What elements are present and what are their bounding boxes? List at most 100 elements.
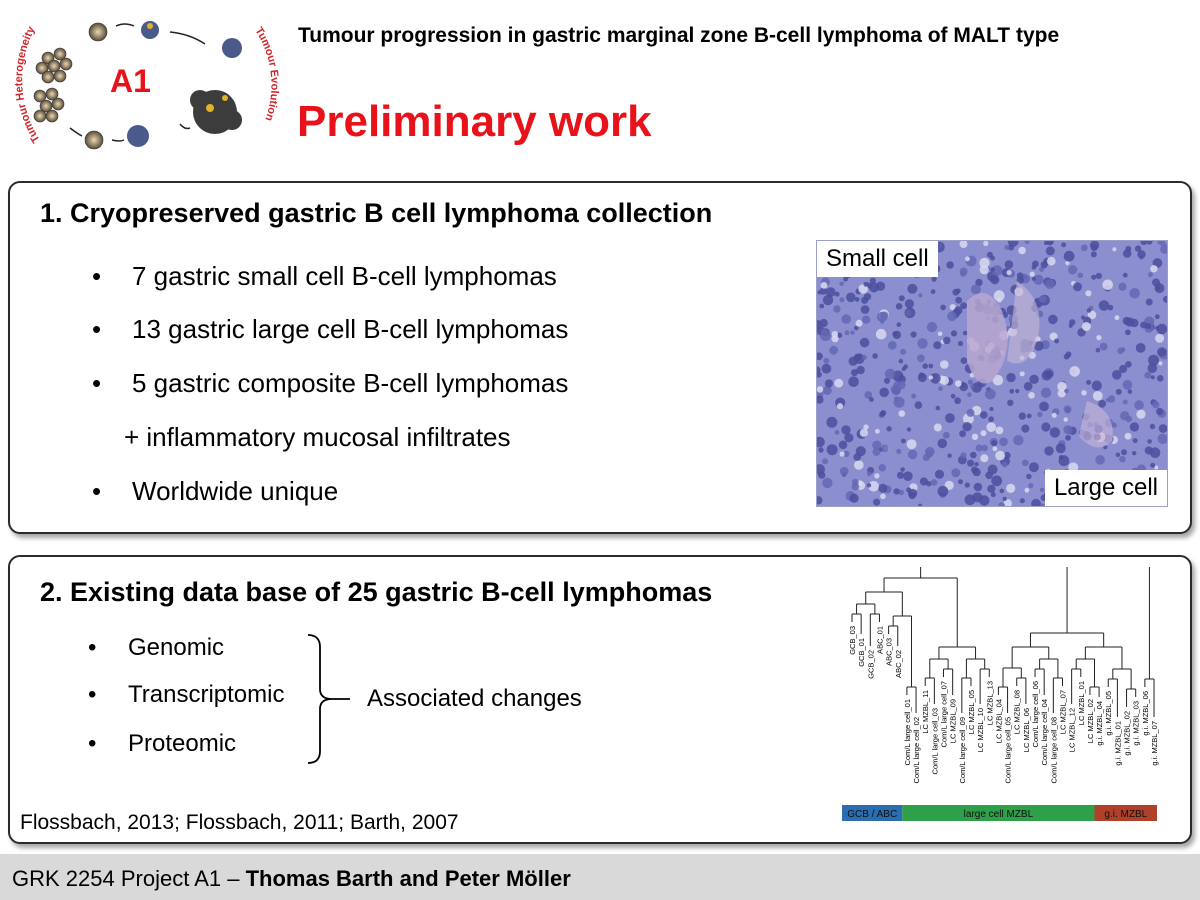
cell-nucleus <box>1013 435 1024 446</box>
cell-nucleus <box>824 379 834 388</box>
cell-nucleus <box>1065 351 1072 358</box>
footer-authors: Thomas Barth and Peter Möller <box>245 866 571 891</box>
cell-nucleus <box>854 325 859 331</box>
cell-nucleus <box>945 413 955 423</box>
logo-label: A1 <box>110 63 151 99</box>
cell-nucleus <box>834 291 840 297</box>
cell-nucleus <box>864 391 873 399</box>
cell-nucleus <box>930 289 936 295</box>
cell-nucleus <box>1134 400 1144 410</box>
cell-nucleus <box>992 446 998 452</box>
cell-nucleus <box>1147 272 1153 278</box>
dendrogram-group-bar <box>842 805 903 821</box>
cell-nucleus <box>838 440 848 450</box>
cell-nucleus <box>884 368 896 380</box>
cell-nucleus <box>918 503 923 506</box>
cell-nucleus <box>1003 499 1012 506</box>
cell-nucleus <box>883 377 891 384</box>
dendrogram-leaf-label: g.i. MZBL_02 <box>1123 711 1132 756</box>
cell-nucleus <box>1091 274 1097 280</box>
cell-nucleus <box>1004 260 1014 269</box>
cell-nucleus <box>987 484 996 493</box>
cell-nucleus <box>989 406 994 412</box>
cell-nucleus <box>1112 247 1117 252</box>
dendrogram-leaf-label: LC MZBL_11 <box>921 690 930 734</box>
cell-nucleus <box>973 482 983 492</box>
section-database-heading: 2. Existing data base of 25 gastric B-ce… <box>40 577 713 607</box>
cell-nucleus <box>1089 241 1100 250</box>
cell-nucleus <box>898 358 904 364</box>
cell-nucleus <box>1031 276 1036 281</box>
cell-nucleus <box>834 378 844 388</box>
cell-nucleus <box>831 331 838 338</box>
cell-nucleus <box>829 345 839 355</box>
cell-nucleus <box>1150 462 1156 468</box>
cell-nucleus <box>1091 380 1102 391</box>
cell-nucleus <box>1144 446 1153 455</box>
cell-nucleus <box>1127 389 1133 394</box>
cell-nucleus <box>853 453 862 461</box>
cell-nucleus <box>837 403 843 410</box>
dendrogram-leaf-label: g.i. MZBL_01 <box>1113 721 1122 766</box>
cell-nucleus <box>1040 387 1052 398</box>
cell-nucleus <box>879 411 886 417</box>
cell-nucleus <box>1004 245 1010 250</box>
cell-nucleus <box>931 276 937 282</box>
cell-nucleus <box>1009 388 1015 394</box>
cell-nucleus <box>964 482 970 488</box>
cell-nucleus <box>1068 462 1079 473</box>
bullet-icon: • <box>92 261 102 291</box>
cell-nucleus <box>1086 379 1092 385</box>
cell-nucleus <box>1051 412 1057 418</box>
cell-nucleus <box>1125 329 1131 336</box>
cell-nucleus <box>1160 244 1167 254</box>
cell-nucleus <box>1049 427 1061 438</box>
cell-nucleus <box>962 330 968 336</box>
cell-nucleus <box>1069 366 1080 377</box>
cell-nucleus <box>1006 270 1012 276</box>
cell-nucleus <box>980 454 989 463</box>
cell-nucleus <box>1156 407 1164 415</box>
cell-nucleus <box>1145 298 1153 306</box>
dendrogram-group-label: GCB / ABC <box>847 809 897 820</box>
cell-nucleus <box>1154 465 1159 470</box>
cell-nucleus <box>908 488 918 498</box>
cell-nucleus <box>1095 455 1105 465</box>
cell-nucleus <box>1098 300 1110 311</box>
cell-nucleus <box>819 287 827 295</box>
cell-nucleus <box>1095 272 1102 280</box>
cell-nucleus <box>933 341 942 350</box>
svg-text:Tumour Evolution: Tumour Evolution <box>252 25 280 122</box>
cell-nucleus <box>833 305 841 313</box>
cell-nucleus <box>970 384 975 389</box>
cell-nucleus <box>935 405 941 411</box>
cell-nucleus <box>1044 446 1054 456</box>
cell-nucleus <box>817 371 822 378</box>
cell-nucleus <box>826 444 838 456</box>
cell-nucleus <box>993 290 1005 302</box>
cell-nucleus <box>817 395 824 404</box>
cell-nucleus <box>1152 401 1160 409</box>
cell-nucleus <box>1006 372 1016 383</box>
cell-nucleus <box>856 365 865 375</box>
cell-nucleus <box>886 426 892 432</box>
cell-nucleus <box>854 297 860 302</box>
cell-nucleus <box>1038 295 1047 303</box>
cell-nucleus <box>1132 451 1137 456</box>
list-item-text: Genomic <box>128 634 225 661</box>
dendrogram-leaf-label: LC MZBL_07 <box>1058 690 1067 734</box>
cell-nucleus <box>930 479 938 486</box>
cell-nucleus <box>943 336 951 345</box>
cell-nucleus <box>998 502 1006 506</box>
dendrogram-group-bar <box>1094 805 1157 821</box>
cell-nucleus <box>955 296 963 304</box>
dendrogram-leaf-label: LC MZBL_12 <box>1068 708 1077 752</box>
cell-nucleus <box>990 255 995 261</box>
cell-nucleus <box>1148 354 1160 366</box>
cell-nucleus <box>822 458 829 465</box>
bullet-icon: • <box>88 634 97 661</box>
cell-nucleus <box>911 393 917 399</box>
cell-nucleus <box>850 330 855 335</box>
cell-nucleus <box>1154 314 1160 320</box>
